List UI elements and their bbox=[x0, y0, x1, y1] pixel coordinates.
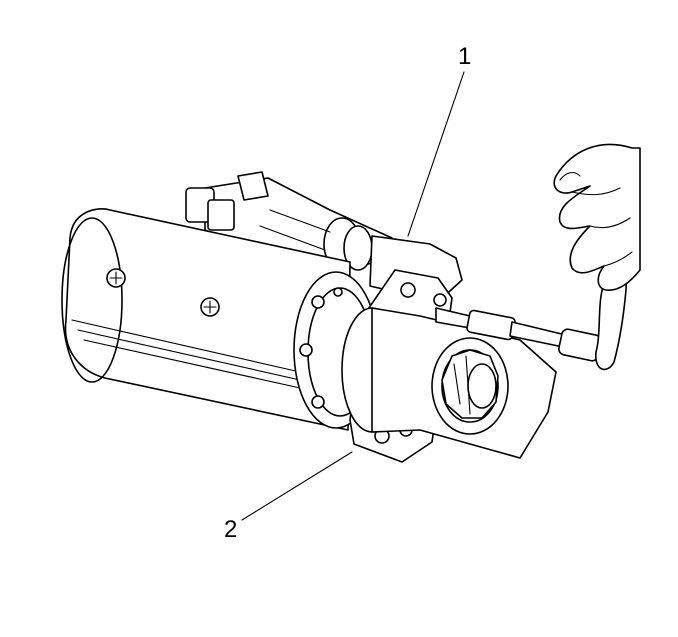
callout-1-leader bbox=[407, 71, 465, 237]
callout-1-label: 1 bbox=[458, 43, 472, 70]
callout-2-label: 2 bbox=[224, 516, 238, 543]
callout-2-leader bbox=[241, 451, 353, 521]
hand bbox=[553, 143, 641, 291]
ratchet-wrench bbox=[435, 269, 627, 371]
motor-body bbox=[61, 208, 351, 431]
pinion-gear bbox=[441, 349, 499, 419]
